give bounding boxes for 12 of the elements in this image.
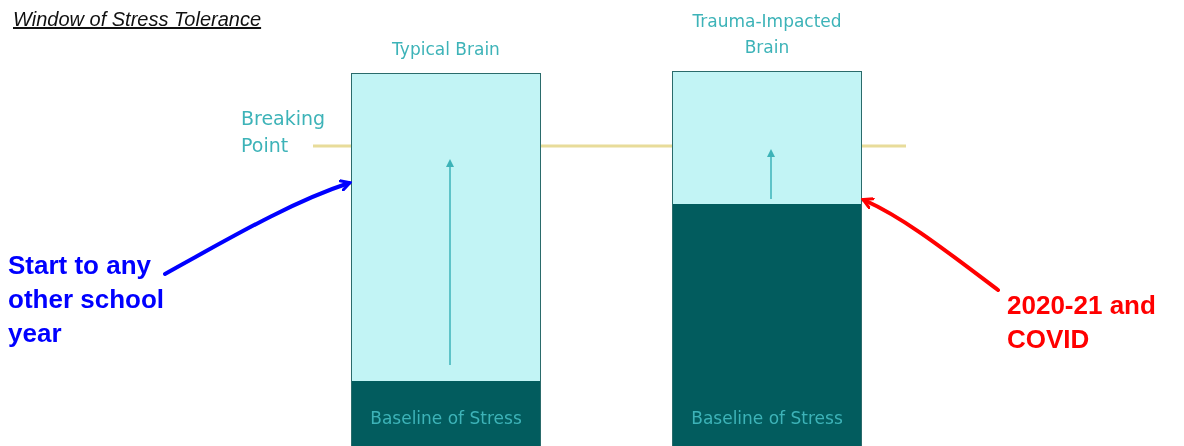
hand-drawn-arrow: [163, 179, 352, 276]
column-heading: Typical Brain: [391, 38, 501, 61]
title: Window of Stress Tolerance: [13, 8, 262, 31]
hand-drawn-arrow: [861, 197, 1000, 292]
band-label: Baseline of Stress: [691, 408, 843, 430]
annotation-text: Start to any other school year: [8, 248, 208, 350]
band-label: Baseline of Stress: [370, 408, 522, 430]
annotation-text: 2020-21 and COVID: [1007, 288, 1182, 356]
breaking-point-label: Breaking Point: [241, 106, 327, 158]
baseline-band: [352, 381, 540, 446]
baseline-band: [673, 204, 861, 446]
column-heading: Trauma-Impacted Brain: [691, 10, 843, 59]
